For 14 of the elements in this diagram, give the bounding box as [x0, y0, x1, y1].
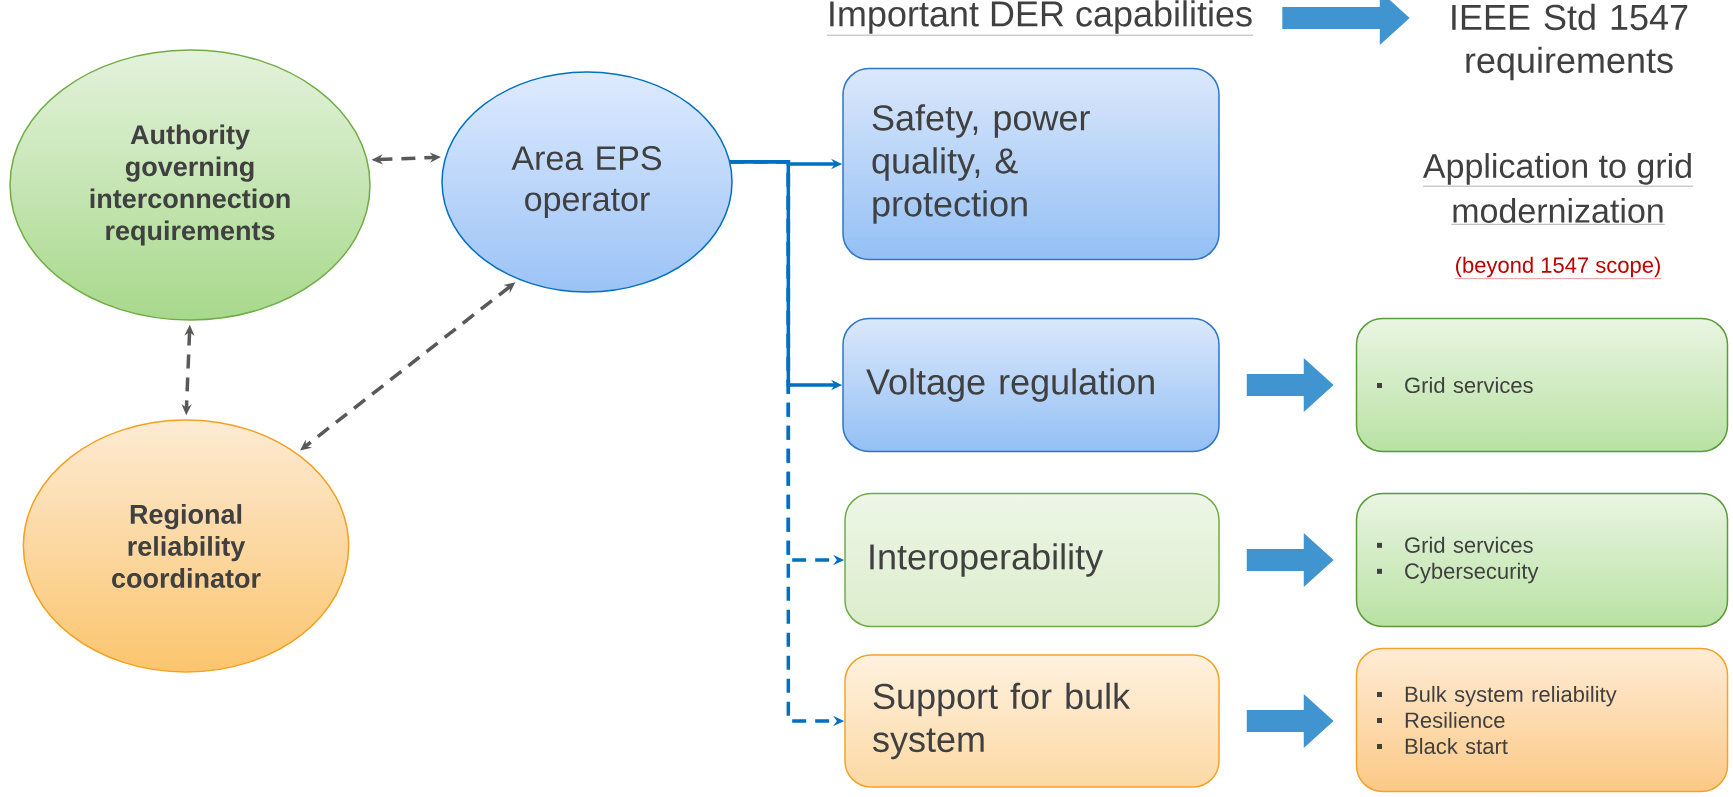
heading: IEEE Std 1547 requirements: [1452, 3, 1688, 81]
rounded-box: Safety, power quality, & protection: [842, 67, 1220, 261]
rounded-box: Interoperability: [844, 492, 1220, 628]
ellipse-node: Regional reliability coordinator: [22, 419, 350, 673]
heading: Application to grid modernization: [1422, 153, 1694, 223]
rounded-box: Bulk system reliability Resilience Black start: [1355, 647, 1729, 793]
rounded-box: Voltage regulation: [842, 317, 1220, 453]
ellipse-node: Area EPS operator: [441, 71, 733, 293]
heading: (beyond 1547 scope): [1454, 256, 1662, 279]
ellipse-node: Authority governing interconnection requirements: [9, 49, 371, 321]
rounded-box: Support for bulk system: [844, 654, 1220, 788]
rounded-box: Grid services: [1355, 317, 1729, 453]
rounded-box: Grid services Cybersecurity: [1355, 492, 1729, 628]
heading: Important DER capabilities: [826, 0, 1254, 36]
